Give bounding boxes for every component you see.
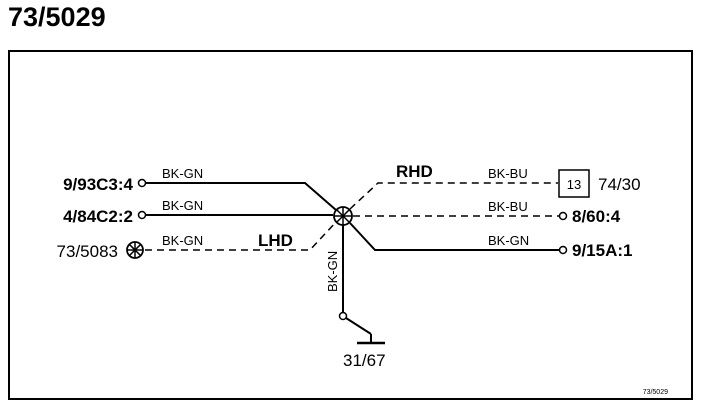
wire-color-label: BK-BU xyxy=(488,199,528,214)
terminal-pin-icon xyxy=(558,211,568,221)
footer-code: 73/5029 xyxy=(643,389,668,396)
wire-color-label: BK-GN xyxy=(162,233,203,248)
connector-label-9-15a-1: 9/15A:1 xyxy=(572,241,632,260)
wire-color-label: BK-GN xyxy=(162,198,203,213)
connector-label-8-60-4: 8/60:4 xyxy=(572,207,621,226)
connector-pin-box xyxy=(558,169,590,198)
connector-label-74-30: 74/30 xyxy=(598,175,641,194)
wire-color-label: BK-BU xyxy=(488,166,528,181)
page-title: 73/5029 xyxy=(8,2,106,32)
wire-color-label: BK-GN xyxy=(162,166,203,181)
diagram-frame xyxy=(8,50,693,400)
wire-74-30 xyxy=(349,182,558,210)
wire-9-93c3-4 xyxy=(146,182,337,211)
region-label-rhd: RHD xyxy=(396,162,433,181)
connector-label-9-93c3-4: 9/93C3:4 xyxy=(63,175,133,194)
region-label-lhd: LHD xyxy=(258,231,293,250)
terminal-pin-icon xyxy=(137,210,147,220)
wire-color-label: BK-GN xyxy=(488,233,529,248)
wire-color-label: BK-GN xyxy=(325,251,340,292)
central-splice-icon xyxy=(333,206,353,226)
wire-73-5083 xyxy=(145,221,337,251)
wire-9-15a-1 xyxy=(349,222,560,251)
connector-label-73-5083: 73/5083 xyxy=(57,242,118,261)
connector-pin-number: 13 xyxy=(567,177,581,192)
splice-icon xyxy=(126,241,144,259)
connector-label-4-84c2-2: 4/84C2:2 xyxy=(63,207,133,226)
terminal-pin-icon xyxy=(137,178,147,188)
ground-label: 31/67 xyxy=(343,351,386,370)
terminal-pin-icon xyxy=(558,245,568,255)
ground-icon xyxy=(338,311,385,345)
